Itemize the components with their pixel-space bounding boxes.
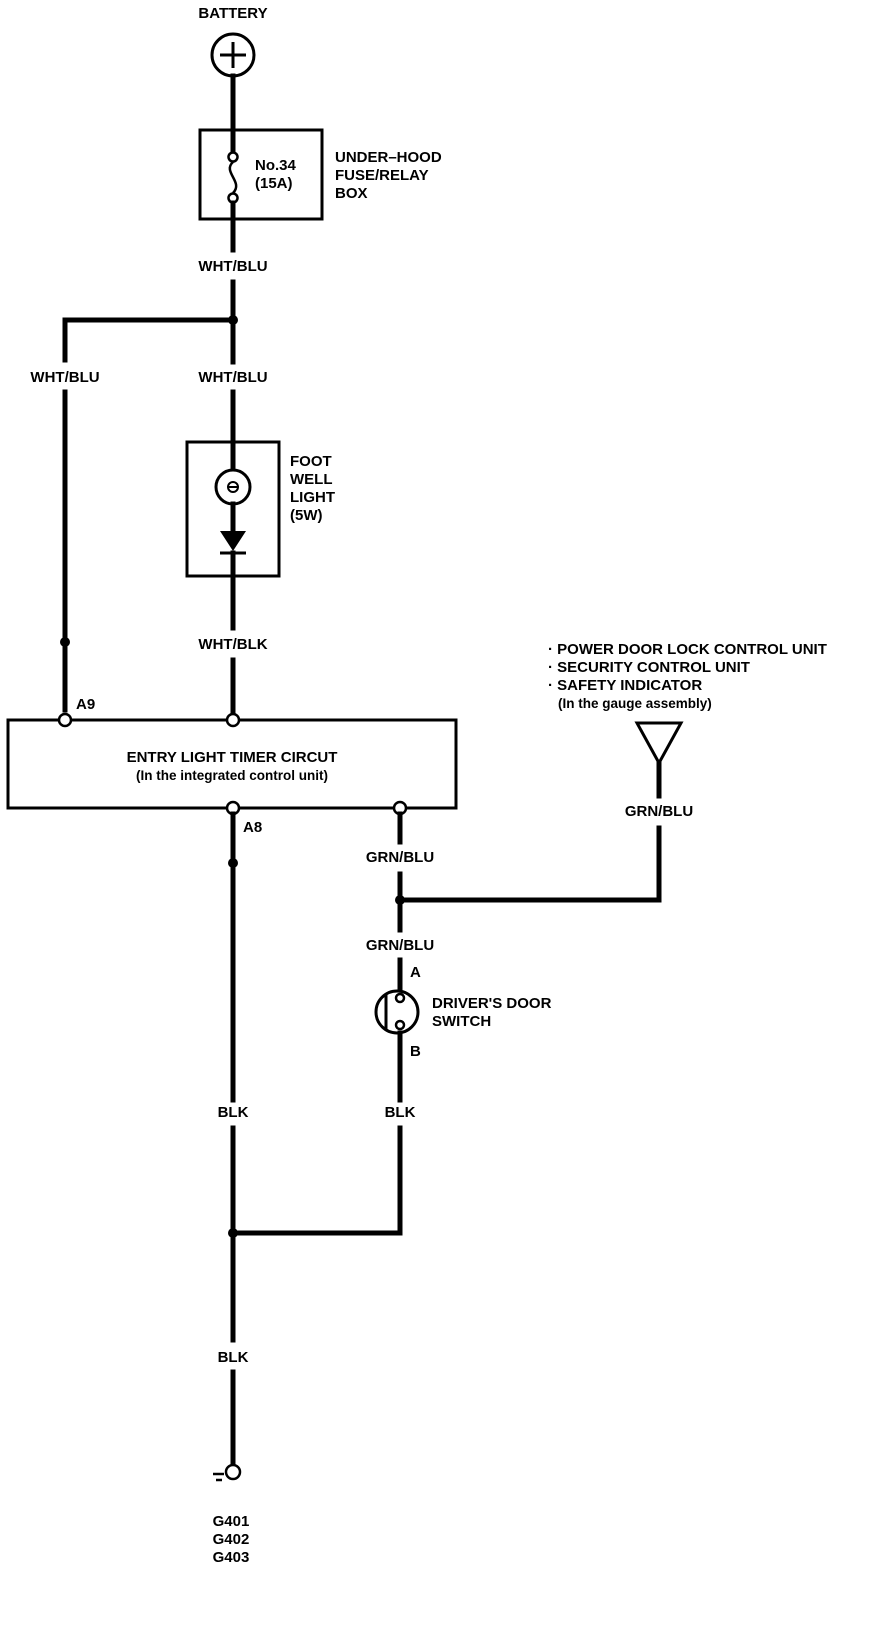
timer-subtitle: (In the integrated control unit) bbox=[136, 768, 328, 783]
wire-label-light-out: WHT/BLK bbox=[198, 636, 267, 653]
ground-label-line2: G402 bbox=[213, 1531, 250, 1548]
diode-icon bbox=[220, 531, 246, 555]
fuse-box-label-line3: BOX bbox=[335, 185, 368, 202]
wire-label-ground-left: BLK bbox=[218, 1104, 249, 1121]
terminal-a9 bbox=[57, 712, 73, 728]
foot-well-light-line1: FOOT bbox=[290, 453, 332, 470]
indicator-connector-icon bbox=[634, 721, 684, 767]
wire-label-light-in: WHT/BLU bbox=[198, 369, 267, 386]
wire-label-switch-in: GRN/BLU bbox=[366, 937, 434, 954]
timer-title: ENTRY LIGHT TIMER CIRCUT bbox=[127, 749, 338, 766]
ground-junction bbox=[228, 1228, 238, 1238]
switch-out-wire-bottom bbox=[230, 1125, 403, 1236]
indicator-wire-bottom bbox=[397, 825, 662, 903]
indicator-line4: (In the gauge assembly) bbox=[558, 696, 712, 711]
ground-label-line3: G403 bbox=[213, 1549, 250, 1566]
battery-label: BATTERY bbox=[198, 5, 267, 22]
a8-splice bbox=[228, 858, 238, 868]
foot-well-light-line3: LIGHT bbox=[290, 489, 335, 506]
fuse-number: No.34 bbox=[255, 157, 297, 174]
battery-symbol-icon bbox=[210, 32, 256, 78]
pin-label-a8: A8 bbox=[243, 819, 262, 836]
door-switch-icon bbox=[374, 989, 420, 1035]
fuse-relay-box bbox=[198, 128, 324, 221]
wire-label-timer-right: GRN/BLU bbox=[366, 849, 434, 866]
ground-icon bbox=[213, 1463, 242, 1482]
fuse-rating: (15A) bbox=[255, 175, 293, 192]
pin-label-a9: A9 bbox=[76, 696, 95, 713]
indicator-line3: · SAFETY INDICATOR bbox=[548, 677, 702, 694]
wire-label-left-branch: WHT/BLU bbox=[30, 369, 99, 386]
door-switch-label-line1: DRIVER'S DOOR bbox=[432, 995, 552, 1012]
terminal-light bbox=[225, 712, 241, 728]
grn-blu-junction bbox=[395, 895, 405, 905]
foot-well-light-line2: WELL bbox=[290, 471, 333, 488]
pin-label-b: B bbox=[410, 1043, 421, 1060]
foot-well-light-line4: (5W) bbox=[290, 507, 323, 524]
indicator-line1: · POWER DOOR LOCK CONTROL UNIT bbox=[548, 641, 827, 658]
light-bulb-icon bbox=[214, 468, 252, 506]
wire-label-fuse-out: WHT/BLU bbox=[198, 258, 267, 275]
pin-label-a: A bbox=[410, 964, 421, 981]
wire-label-switch-out: BLK bbox=[385, 1104, 416, 1121]
left-branch-splice bbox=[60, 637, 70, 647]
wire-label-ground-main: BLK bbox=[218, 1349, 249, 1366]
indicator-line2: · SECURITY CONTROL UNIT bbox=[548, 659, 750, 676]
door-switch-label-line2: SWITCH bbox=[432, 1013, 491, 1030]
fuse-box-label-line2: FUSE/RELAY bbox=[335, 167, 429, 184]
ground-label-line1: G401 bbox=[213, 1513, 250, 1530]
fuse-icon bbox=[227, 151, 239, 204]
wire-label-indicator: GRN/BLU bbox=[625, 803, 693, 820]
left-branch-top-wire bbox=[62, 317, 236, 363]
fuse-box-label-line1: UNDER–HOOD bbox=[335, 149, 442, 166]
